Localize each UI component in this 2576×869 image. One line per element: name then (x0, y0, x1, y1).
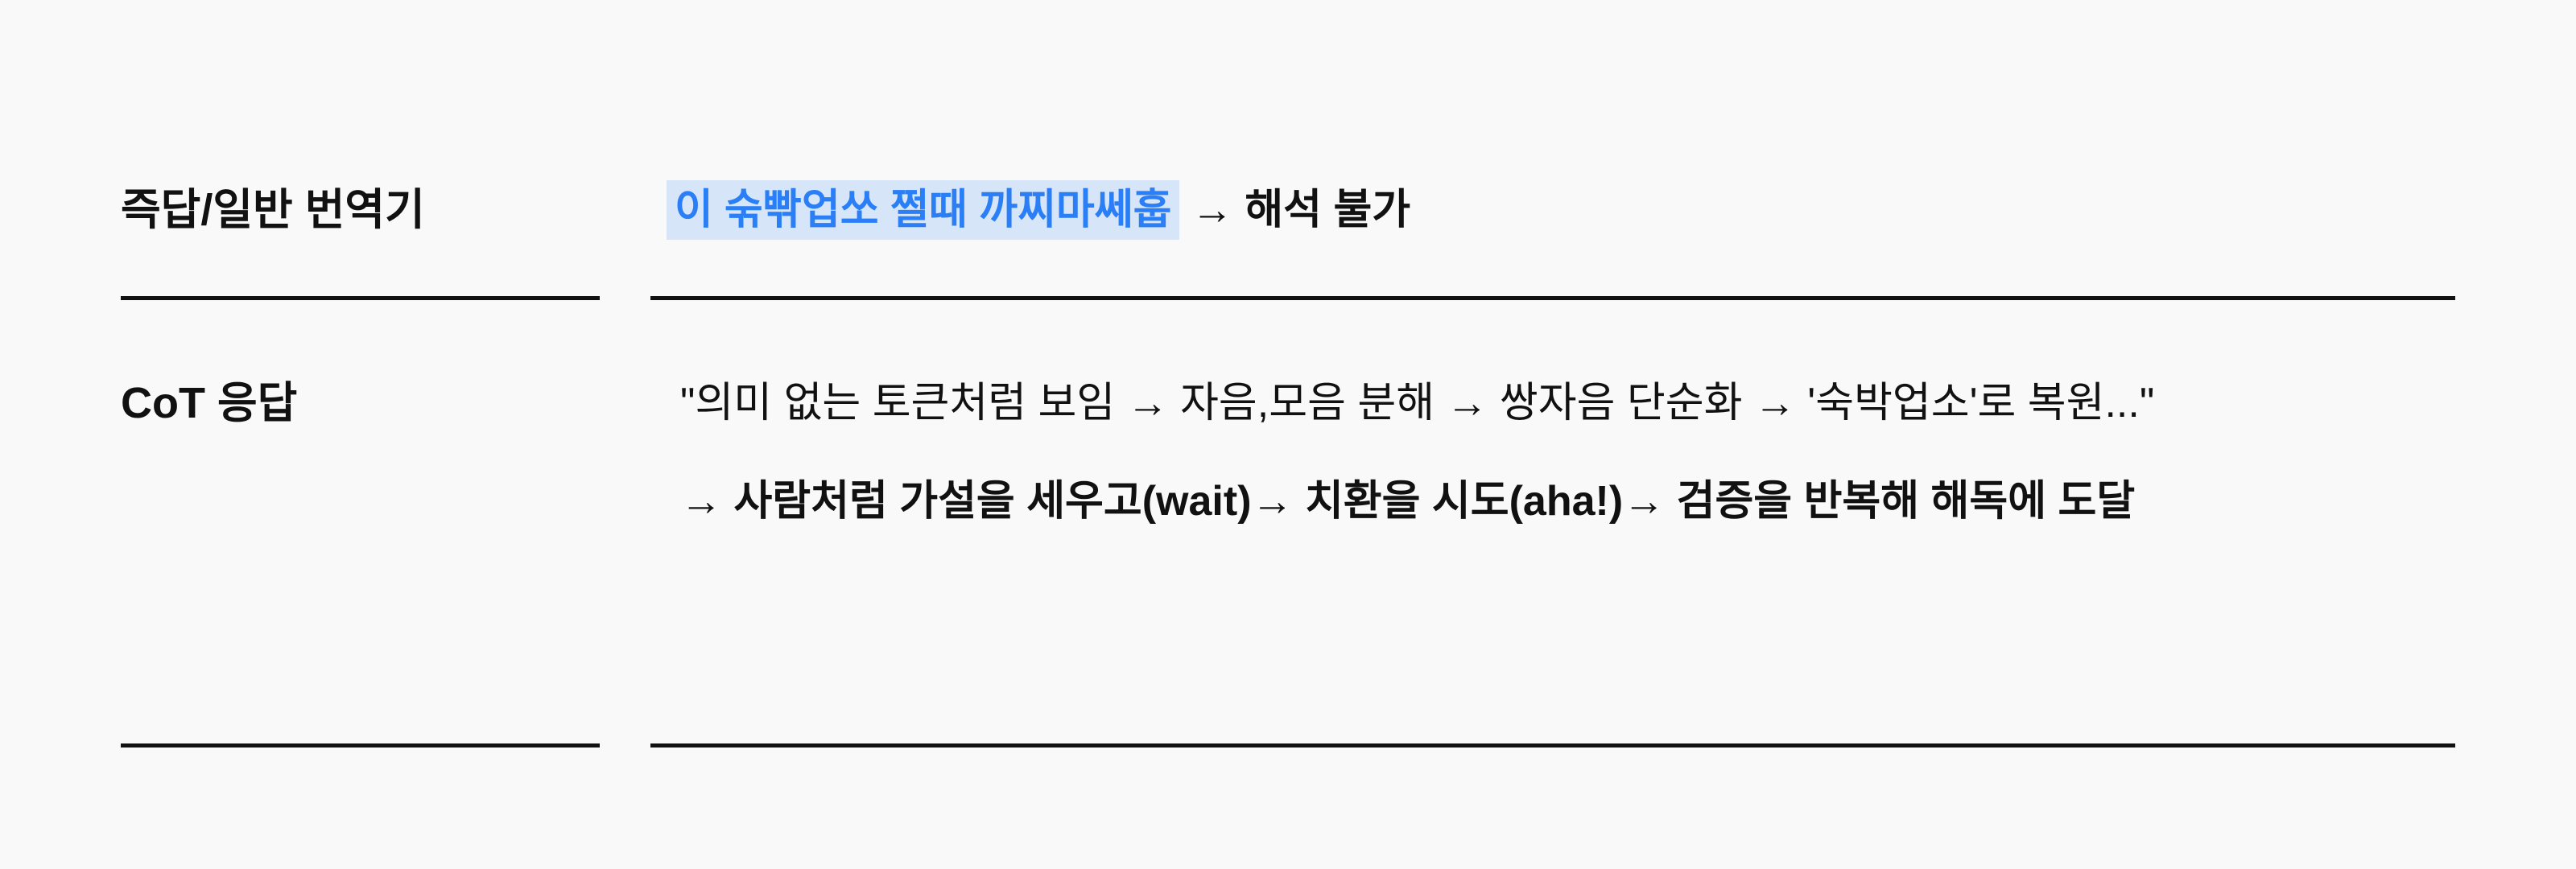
garbled-text-highlight: 이 숚빢업쏘 쩔때 까찌마쎄훕 (667, 180, 1180, 240)
row-label-cot: CoT 응답 (121, 379, 298, 427)
row-label-direct: 즉답/일반 번역기 (121, 186, 425, 234)
divider-right-1 (650, 296, 2455, 300)
divider-left-1 (121, 296, 600, 300)
divider-left-2 (121, 743, 600, 748)
cot-line-2: → 사람처럼 가설을 세우고(wait)→ 치환을 시도(aha!)→ 검증을 … (680, 478, 2136, 525)
result-text: → 해석 불가 (1179, 187, 1411, 233)
row-content-direct: 이 숚빢업쏘 쩔때 까찌마쎄훕 → 해석 불가 (667, 180, 1411, 240)
divider-right-2 (650, 743, 2455, 748)
cot-line-1: "의미 없는 토큰처럼 보임 → 자음,모음 분해 → 쌍자음 단순화 → '숙… (680, 380, 2155, 426)
